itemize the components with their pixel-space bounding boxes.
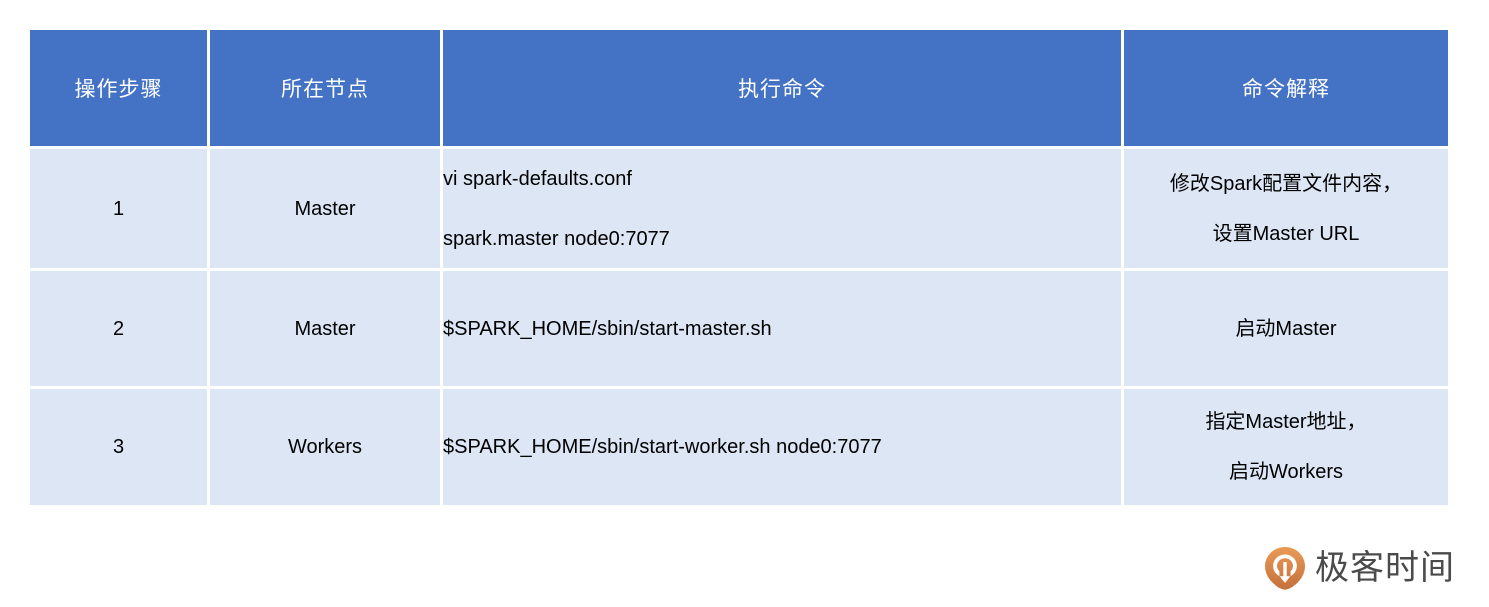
brand-name: 极客时间 bbox=[1315, 549, 1455, 587]
steps-table-container: 操作步骤 所在节点 执行命令 命令解释 1 Master vi spark-de… bbox=[30, 30, 1448, 505]
cell-node: Master bbox=[210, 146, 443, 268]
cell-step: 2 bbox=[30, 268, 210, 386]
cell-step: 1 bbox=[30, 146, 210, 268]
table-row: 1 Master vi spark-defaults.conf spark.ma… bbox=[30, 146, 1448, 268]
command-line: vi spark-defaults.conf bbox=[443, 167, 632, 190]
description-line: 设置Master URL bbox=[1212, 222, 1360, 245]
geektime-pin-icon bbox=[1265, 547, 1305, 590]
description-line: 指定Master地址， bbox=[1205, 411, 1367, 433]
column-header-step: 操作步骤 bbox=[30, 30, 210, 146]
table-row: 2 Master $SPARK_HOME/sbin/start-master.s… bbox=[30, 268, 1448, 386]
cell-description: 启动Master bbox=[1124, 268, 1448, 386]
description-line: 启动Master bbox=[1235, 317, 1337, 340]
table-header: 操作步骤 所在节点 执行命令 命令解释 bbox=[30, 30, 1448, 146]
cell-step: 3 bbox=[30, 386, 210, 505]
cell-description: 指定Master地址， 启动Workers bbox=[1124, 386, 1448, 505]
command-line: $SPARK_HOME/sbin/start-worker.sh node0:7… bbox=[443, 436, 882, 458]
column-header-node: 所在节点 bbox=[210, 30, 443, 146]
table-row: 3 Workers $SPARK_HOME/sbin/start-worker.… bbox=[30, 386, 1448, 505]
steps-table: 操作步骤 所在节点 执行命令 命令解释 1 Master vi spark-de… bbox=[30, 30, 1448, 505]
table-header-row: 操作步骤 所在节点 执行命令 命令解释 bbox=[30, 30, 1448, 146]
description-line: 修改Spark配置文件内容， bbox=[1169, 172, 1403, 195]
brand-logo: 极客时间 bbox=[1264, 546, 1455, 590]
description-line: 启动Workers bbox=[1228, 461, 1344, 483]
cell-description: 修改Spark配置文件内容， 设置Master URL bbox=[1124, 146, 1448, 268]
table-body: 1 Master vi spark-defaults.conf spark.ma… bbox=[30, 146, 1448, 505]
column-header-command: 执行命令 bbox=[443, 30, 1124, 146]
cell-command: $SPARK_HOME/sbin/start-worker.sh node0:7… bbox=[443, 386, 1124, 505]
column-header-description: 命令解释 bbox=[1124, 30, 1448, 146]
cell-command: $SPARK_HOME/sbin/start-master.sh bbox=[443, 268, 1124, 386]
command-line: spark.master node0:7077 bbox=[443, 227, 670, 250]
cell-command: vi spark-defaults.conf spark.master node… bbox=[443, 146, 1124, 268]
cell-node: Master bbox=[210, 268, 443, 386]
cell-node: Workers bbox=[210, 386, 443, 505]
command-line: $SPARK_HOME/sbin/start-master.sh bbox=[443, 317, 772, 340]
